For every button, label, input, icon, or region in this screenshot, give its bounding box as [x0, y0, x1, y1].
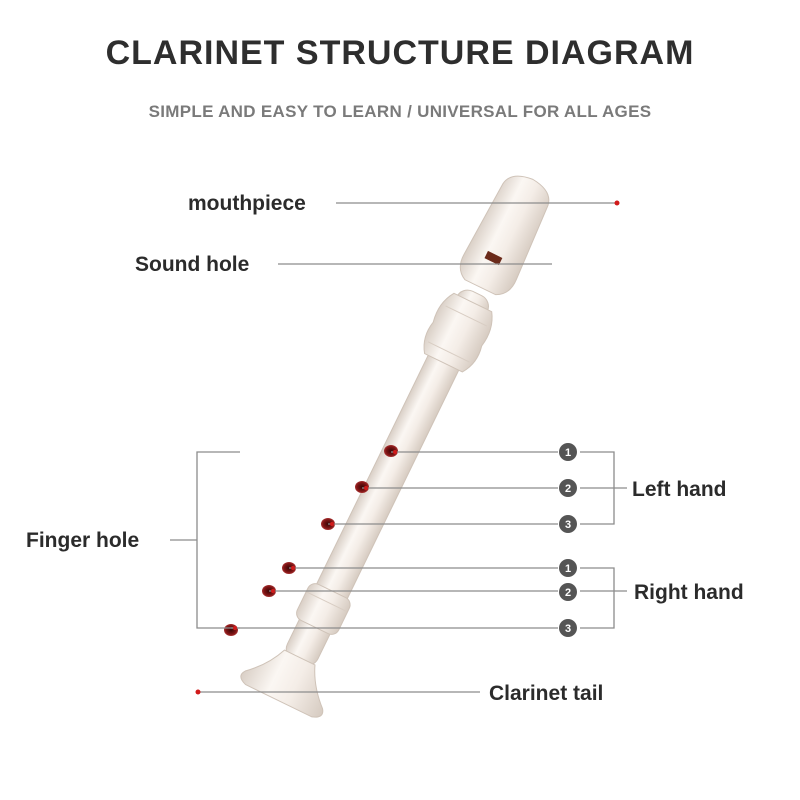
left-hand-badge-3: 3: [559, 515, 577, 533]
right-hand-label: Right hand: [634, 581, 744, 604]
right-hand-bracket: [580, 567, 615, 629]
tail-marker: [195, 689, 201, 695]
svg-text:3: 3: [565, 623, 571, 635]
instrument-body: [240, 175, 550, 718]
left-hand-badges: 1 2 3: [559, 443, 577, 533]
svg-text:1: 1: [565, 563, 571, 575]
mouthpiece-label: mouthpiece: [188, 192, 306, 215]
leader-lines: [170, 202, 627, 693]
right-hand-badges: 1 2 3: [559, 559, 577, 637]
finger-hole-left-1: [384, 445, 398, 457]
finger-hole-left-2: [355, 481, 369, 493]
finger-hole-right-3: [224, 624, 238, 636]
right-hand-badge-1: 1: [559, 559, 577, 577]
mouthpiece-shape: [459, 175, 550, 296]
right-hand-badge-3: 3: [559, 619, 577, 637]
svg-text:2: 2: [565, 587, 571, 599]
finger-holes: [224, 445, 398, 636]
finger-hole-label: Finger hole: [26, 529, 139, 552]
mouthpiece-marker: [614, 200, 620, 206]
clarinet-tail-label: Clarinet tail: [489, 682, 603, 705]
svg-text:2: 2: [565, 483, 571, 495]
left-hand-badge-1: 1: [559, 443, 577, 461]
sound-hole-label: Sound hole: [135, 253, 249, 276]
right-hand-badge-2: 2: [559, 583, 577, 601]
finger-hole-bracket: [196, 451, 240, 629]
upper-joint: [423, 292, 493, 373]
svg-text:1: 1: [565, 447, 571, 459]
left-hand-badge-2: 2: [559, 479, 577, 497]
left-hand-label: Left hand: [632, 478, 727, 501]
svg-text:3: 3: [565, 519, 571, 531]
diagram-subtitle: SIMPLE AND EASY TO LEARN / UNIVERSAL FOR…: [148, 102, 652, 121]
diagram-title: CLARINET STRUCTURE DIAGRAM: [105, 34, 695, 72]
sound-hole-window: [484, 250, 503, 266]
